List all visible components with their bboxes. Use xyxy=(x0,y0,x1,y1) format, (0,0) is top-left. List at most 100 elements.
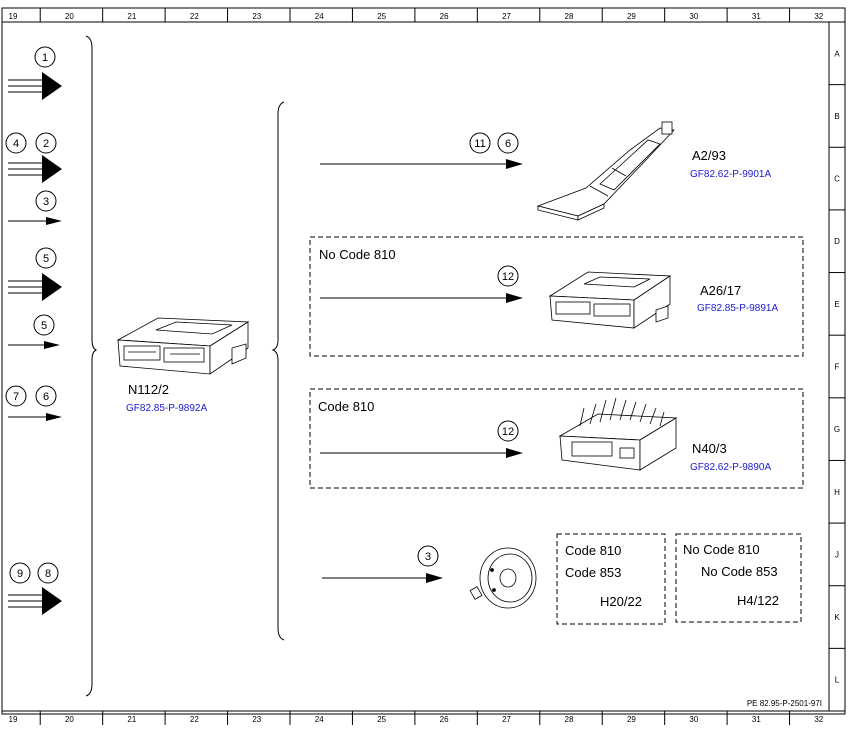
connection-number: 5 xyxy=(41,320,47,332)
input-2: 4 2 xyxy=(5,132,62,183)
connection-number-circle xyxy=(5,132,27,154)
connection-number: 8 xyxy=(45,568,51,580)
connection-number: 3 xyxy=(43,196,49,208)
connection-number-circle xyxy=(497,132,519,154)
column-label: 32 xyxy=(814,12,823,21)
connection-number: 1 xyxy=(42,52,48,64)
dashed-variant-box xyxy=(309,236,804,357)
connection-number: 12 xyxy=(502,271,514,283)
bold-arrowhead xyxy=(42,587,62,615)
column-label: 31 xyxy=(752,12,761,21)
column-label: 21 xyxy=(127,715,136,724)
bold-arrowhead xyxy=(42,273,62,301)
connection-number-circle xyxy=(35,132,57,154)
column-label: 24 xyxy=(315,715,324,724)
row-label: E xyxy=(834,300,839,309)
row-label: A xyxy=(834,49,840,58)
component-reference: GF82.62-P-9890A xyxy=(690,462,771,473)
component-name: A2/93 xyxy=(692,148,726,163)
arrowhead xyxy=(506,448,523,458)
column-label: 26 xyxy=(440,12,449,21)
column-label: 27 xyxy=(502,12,511,21)
left-brace xyxy=(85,35,98,697)
dashed-variant-box xyxy=(309,388,804,489)
column-label: 24 xyxy=(315,12,324,21)
antenna-module-illustration xyxy=(536,121,675,221)
component-name: N112/2 xyxy=(128,382,169,397)
input-6: 7 6 xyxy=(5,385,62,421)
code-line-2: Code 853 xyxy=(565,565,621,580)
variant-label: No Code 810 xyxy=(319,247,396,262)
code-box-h20-22: Code 810 Code 853 H20/22 xyxy=(556,533,666,625)
bold-arrowhead xyxy=(42,72,62,100)
connection-number-circle xyxy=(35,385,57,407)
column-label: 21 xyxy=(127,12,136,21)
connection-number: 11 xyxy=(474,138,485,150)
column-label: 23 xyxy=(252,12,261,21)
column-label: 30 xyxy=(689,12,698,21)
code-line-1: No Code 810 xyxy=(683,542,760,557)
column-label: 20 xyxy=(65,715,74,724)
connection-number: 6 xyxy=(505,138,511,150)
row-label: B xyxy=(834,112,839,121)
input-7: 9 8 xyxy=(8,562,62,615)
connection-number-circle xyxy=(35,247,57,269)
connection-number: 3 xyxy=(425,551,431,563)
control-unit-illustration xyxy=(116,317,250,375)
connection-number-circle xyxy=(34,46,56,68)
arrowhead xyxy=(506,293,523,303)
connection-number-circle xyxy=(5,385,27,407)
row-label: L xyxy=(835,676,840,685)
column-label: 20 xyxy=(65,12,74,21)
document-reference: PE 82.95-P-2501-97I xyxy=(747,699,822,708)
bold-arrowhead xyxy=(42,155,62,183)
arrowhead xyxy=(46,217,62,225)
component-name: N40/3 xyxy=(692,441,727,456)
input-1: 1 xyxy=(8,46,62,100)
connection-number: 2 xyxy=(43,138,49,150)
component-name: H4/122 xyxy=(737,593,779,608)
component-reference: GF82.85-P-9891A xyxy=(697,303,778,314)
control-unit-n112-2: N112/2 GF82.85-P-9892A xyxy=(116,317,250,414)
connection-number: 4 xyxy=(13,138,19,150)
connection-number-circle xyxy=(417,545,439,567)
connection-number-circle xyxy=(35,190,57,212)
code-line-1: Code 810 xyxy=(565,543,621,558)
column-label: 19 xyxy=(9,715,18,724)
column-label: 25 xyxy=(377,12,386,21)
connection-number: 12 xyxy=(502,426,514,438)
code-line-2: No Code 853 xyxy=(701,564,778,579)
row-label: C xyxy=(834,175,840,184)
component-reference: GF82.62-P-9901A xyxy=(690,169,771,180)
connection-number: 7 xyxy=(13,391,19,403)
connection-number-circle xyxy=(37,562,59,584)
row-label: J xyxy=(835,550,839,559)
connection-number-circle xyxy=(497,265,519,287)
column-label: 25 xyxy=(377,715,386,724)
column-label: 23 xyxy=(252,715,261,724)
row-label: D xyxy=(834,237,840,246)
connection-number: 5 xyxy=(43,253,49,265)
column-label: 29 xyxy=(627,715,636,724)
input-3: 3 xyxy=(8,190,62,225)
code-box-h4-122: No Code 810 No Code 853 H4/122 xyxy=(675,533,802,623)
column-label: 31 xyxy=(752,715,761,724)
amplifier-illustration xyxy=(558,397,678,471)
output-speaker: 3 xyxy=(322,545,537,609)
input-4: 5 xyxy=(8,247,62,301)
connection-number-circle xyxy=(469,132,491,154)
row-label: F xyxy=(835,363,840,372)
column-label: 27 xyxy=(502,715,511,724)
component-reference: GF82.85-P-9892A xyxy=(126,403,207,414)
row-label: H xyxy=(834,488,840,497)
dashed-variant-box xyxy=(556,533,666,625)
column-label: 32 xyxy=(814,715,823,724)
arrowhead xyxy=(46,413,62,421)
column-label: 22 xyxy=(190,12,199,21)
component-name: A26/17 xyxy=(700,283,741,298)
column-label: 22 xyxy=(190,715,199,724)
speaker-illustration xyxy=(469,547,537,609)
connection-number-circle xyxy=(33,314,55,336)
